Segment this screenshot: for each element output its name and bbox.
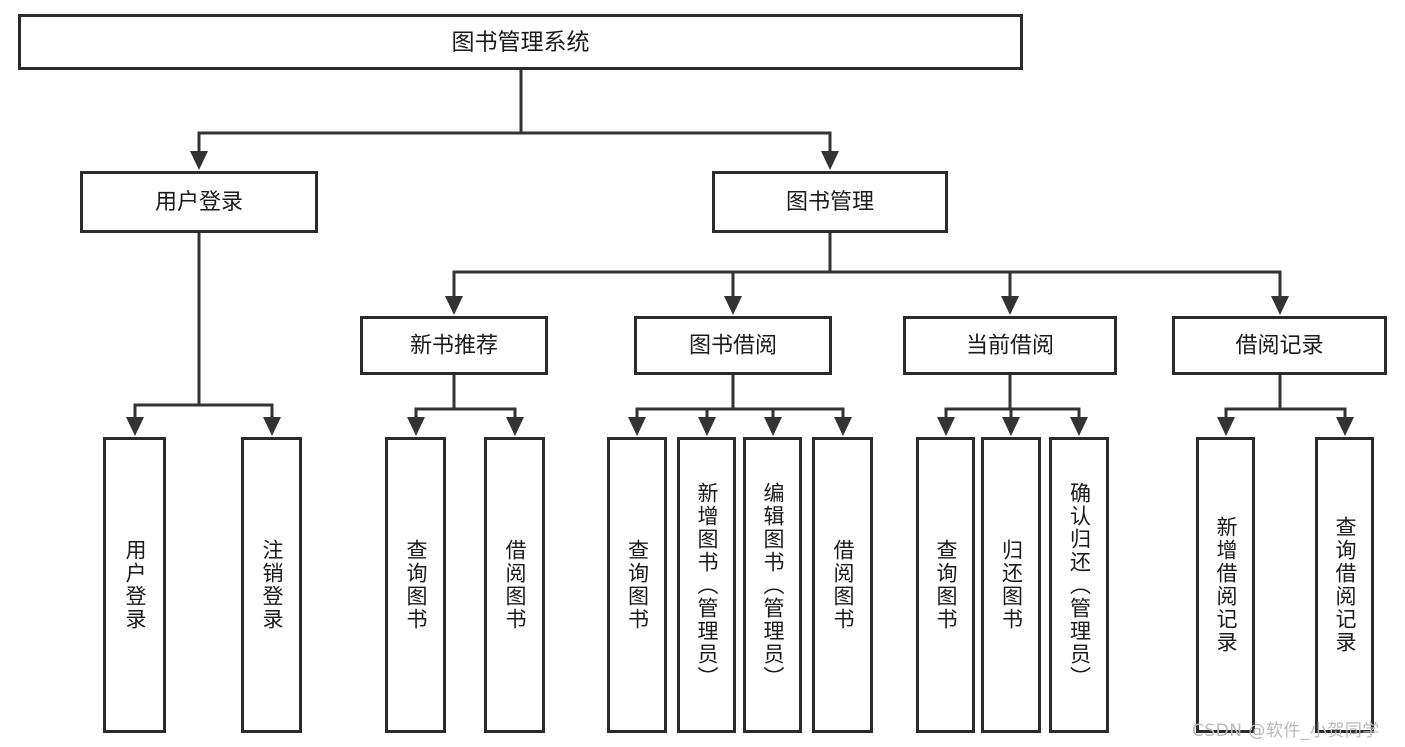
node-label-current-borrow: 当前借阅 <box>966 334 1054 359</box>
arrow-head-icon <box>1271 296 1289 315</box>
node-box-leaf-query-record[interactable] <box>1315 437 1374 733</box>
connector-book-manage-to-borrow-record <box>828 233 1289 315</box>
node-label-root: 图书管理系统 <box>452 30 590 56</box>
node-label-book-manage: 图书管理 <box>786 190 874 215</box>
node-label-book-borrow: 图书借阅 <box>689 334 777 359</box>
arrow-head-icon <box>764 417 782 436</box>
node-box-layer <box>18 14 1387 733</box>
arrow-head-icon <box>1070 417 1088 436</box>
node-box-leaf-add-record[interactable] <box>1196 437 1255 733</box>
arrow-head-icon <box>1336 417 1354 436</box>
arrow-head-icon <box>263 417 281 436</box>
arrow-head-icon <box>190 151 208 170</box>
node-box-borrow-record[interactable] <box>1172 316 1387 375</box>
node-box-book-borrow[interactable] <box>634 316 832 375</box>
node-box-leaf-borrow-book[interactable] <box>812 437 873 733</box>
node-box-leaf-query-book-borrow[interactable] <box>607 437 667 733</box>
connector-book-borrow-to-leaf-add-book <box>698 375 735 436</box>
node-box-leaf-user-login[interactable] <box>103 437 166 733</box>
arrow-head-icon <box>628 417 646 436</box>
connector-root-to-user-login <box>190 70 523 170</box>
arrow-head-icon <box>937 417 955 436</box>
node-label-new-book-recommend: 新书推荐 <box>410 334 498 359</box>
node-box-leaf-query-book-rec[interactable] <box>385 437 446 733</box>
connector-new-book-recommend-to-leaf-borrow-book-rec <box>452 375 524 436</box>
node-label-borrow-record: 借阅记录 <box>1235 334 1323 359</box>
arrow-head-icon <box>724 296 742 315</box>
connector-root-to-book-manage <box>519 70 839 170</box>
connector-book-manage-to-new-book-recommend <box>445 233 832 315</box>
node-box-leaf-confirm-return[interactable] <box>1049 437 1109 733</box>
arrow-head-icon <box>1217 417 1235 436</box>
connector-layer <box>126 70 1354 436</box>
connector-current-borrow-to-leaf-confirm-return <box>1008 375 1088 436</box>
connector-book-borrow-to-leaf-borrow-book <box>731 375 852 436</box>
connector-borrow-record-to-leaf-query-record <box>1278 375 1354 436</box>
arrow-head-icon <box>506 417 524 436</box>
connector-user-login-to-leaf-user-login <box>126 233 201 436</box>
node-box-book-manage[interactable] <box>712 171 948 233</box>
connector-borrow-record-to-leaf-add-record <box>1217 375 1282 436</box>
arrow-head-icon <box>407 417 425 436</box>
node-box-current-borrow[interactable] <box>903 316 1117 375</box>
arrow-head-icon <box>821 151 839 170</box>
connector-book-borrow-to-leaf-edit-book <box>731 375 782 436</box>
connector-current-borrow-to-leaf-query-book-current <box>937 375 1012 436</box>
arrow-head-icon <box>834 417 852 436</box>
connector-book-manage-to-book-borrow <box>724 233 832 315</box>
node-box-leaf-add-book[interactable] <box>677 437 736 733</box>
arrow-head-icon <box>126 417 144 436</box>
node-box-leaf-borrow-book-rec[interactable] <box>484 437 545 733</box>
node-box-root[interactable] <box>18 14 1023 70</box>
node-label-user-login: 用户登录 <box>155 190 243 215</box>
connector-new-book-recommend-to-leaf-query-book-rec <box>407 375 456 436</box>
node-box-user-login[interactable] <box>80 171 318 233</box>
connector-book-borrow-to-leaf-query-book-borrow <box>628 375 735 436</box>
node-box-leaf-return-book[interactable] <box>981 437 1041 733</box>
connector-book-manage-to-current-borrow <box>828 233 1019 315</box>
node-box-leaf-logout[interactable] <box>241 437 302 733</box>
node-box-leaf-edit-book[interactable] <box>743 437 802 733</box>
arrow-head-icon <box>1001 296 1019 315</box>
arrow-head-icon <box>1002 417 1020 436</box>
node-box-leaf-query-book-current[interactable] <box>916 437 975 733</box>
connector-user-login-to-leaf-logout <box>197 233 281 436</box>
node-box-new-book-recommend[interactable] <box>360 316 548 375</box>
arrow-head-icon <box>698 417 716 436</box>
arrow-head-icon <box>445 296 463 315</box>
